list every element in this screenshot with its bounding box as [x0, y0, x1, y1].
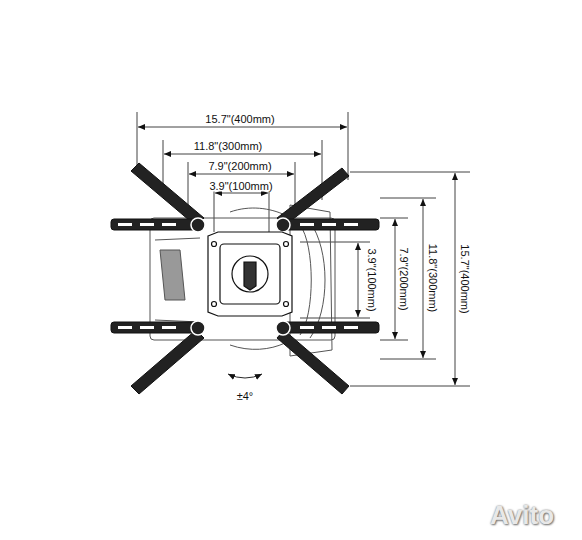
dimension-label: 3.9"(100mm): [208, 181, 273, 192]
watermark: Avito: [490, 500, 554, 531]
rotation-label: ±4°: [236, 391, 255, 402]
dimension-label: 3.9"(100mm): [366, 247, 377, 312]
dimension-label: 7.9"(200mm): [207, 161, 272, 172]
dimension-label: 11.8"(300mm): [193, 141, 264, 152]
dimension-label: 15.7"(400mm): [459, 243, 470, 314]
dimension-label: 11.8"(300mm): [427, 243, 438, 314]
dimension-label: 7.9"(200mm): [398, 246, 409, 311]
dimension-label: 15.7"(400mm): [204, 114, 275, 125]
